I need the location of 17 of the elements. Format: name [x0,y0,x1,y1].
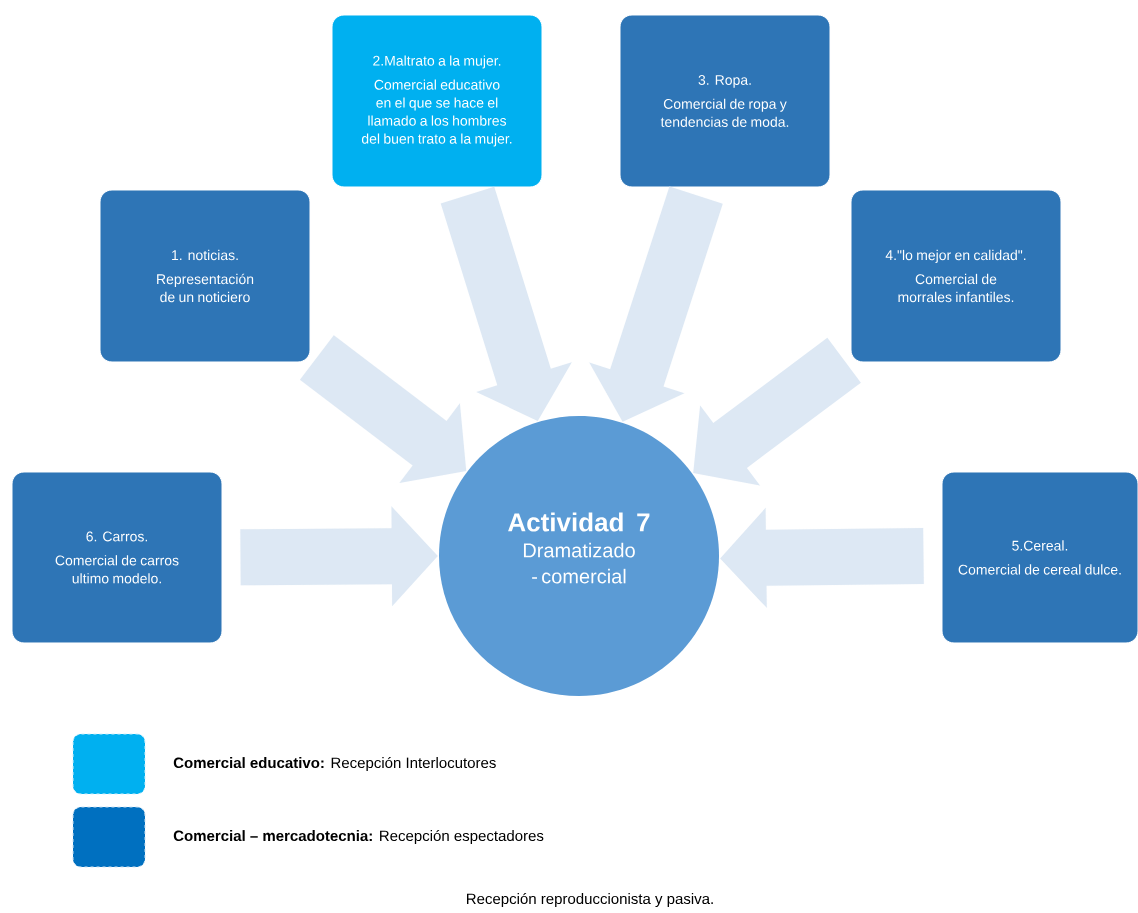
text-box: 2.Maltrato a la mujer. Comercial educativo en el que se hace el llamado a los hombres del buen trato a la mujer. [331,14,543,188]
block-arrow [299,335,467,484]
block-arrow [440,186,572,421]
text-box: 6. Carros. Comercial de carros ultimo modelo. [11,471,223,644]
block-arrow [720,507,924,608]
block-arrow [693,337,861,486]
block-arrow [240,506,438,607]
text-box: 3. Ropa. Comercial de ropa y tendencias de moda. [619,14,831,188]
legend-text: Comercial educativo: Recepción Interlocutores [173,756,496,772]
center-circle [439,416,719,696]
circle-text: Actividad 7 Dramatizado - comercial [508,512,650,584]
text-box: 1. noticias. Representación de un noticiero [99,189,311,363]
text-box: 4."lo mejor en calidad". Comercial de morrales infantiles. [850,189,1062,363]
block-arrow [589,186,723,422]
legend-text: Comercial – mercadotecnia: Recepción espectadores [173,829,544,845]
note-text: Recepción reproduccionista y pasiva. [467,892,713,908]
text-box: 5.Cereal. Comercial de cereal dulce. [941,471,1138,644]
